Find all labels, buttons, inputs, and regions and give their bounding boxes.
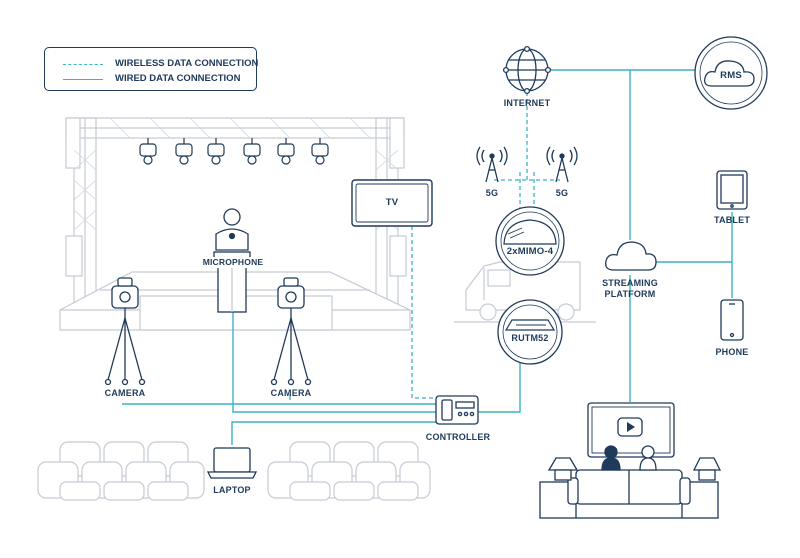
legend-wired-row: WIRED DATA CONNECTION <box>45 72 256 86</box>
tower-right <box>546 146 578 183</box>
living-room <box>539 402 722 519</box>
tower-left-label: 5G <box>485 188 499 198</box>
seat-group-left <box>37 441 205 501</box>
stage-spotlights <box>139 138 329 165</box>
tower-right-label: 5G <box>555 188 569 198</box>
laptop-device <box>206 447 258 479</box>
laptop-label: LAPTOP <box>213 485 251 495</box>
tv-device <box>351 179 433 227</box>
tv-label: TV <box>385 197 399 208</box>
router-label: RUTM52 <box>511 333 549 343</box>
broadcast-van <box>454 261 596 323</box>
camera-right-label: CAMERA <box>270 388 312 398</box>
microphone-label: MICROPHONE <box>200 257 266 268</box>
legend-wireless-row: WIRELESS DATA CONNECTION <box>45 57 259 71</box>
camera-left <box>104 277 146 386</box>
controller-device <box>435 395 479 425</box>
tablet-device <box>716 170 748 210</box>
legend-wireless-line <box>63 64 103 65</box>
rms-cloud <box>694 36 768 110</box>
phone-device <box>720 299 744 341</box>
legend-wired-line <box>63 79 103 80</box>
legend: WIRELESS DATA CONNECTION WIRED DATA CONN… <box>44 47 259 91</box>
tablet-label: TABLET <box>713 215 751 225</box>
wireless-connections <box>411 92 560 399</box>
antenna-label: 2xMIMO-4 <box>506 246 554 257</box>
router-device <box>497 299 563 365</box>
streaming-cloud <box>605 241 657 271</box>
camera-right <box>270 277 312 386</box>
streaming-platform-label: STREAMING PLATFORM <box>602 278 658 299</box>
internet-globe <box>502 45 552 95</box>
camera-left-label: CAMERA <box>104 388 146 398</box>
rms-label: RMS <box>720 70 742 81</box>
seat-group-right <box>267 441 431 501</box>
tower-left <box>476 146 508 183</box>
legend-wireless-label: WIRELESS DATA CONNECTION <box>115 58 259 69</box>
antenna-device <box>495 206 565 276</box>
controller-label: CONTROLLER <box>425 432 491 442</box>
phone-label: PHONE <box>715 347 749 357</box>
internet-label: INTERNET <box>503 98 551 108</box>
audience-seats <box>37 441 431 501</box>
legend-wired-label: WIRED DATA CONNECTION <box>115 73 241 84</box>
